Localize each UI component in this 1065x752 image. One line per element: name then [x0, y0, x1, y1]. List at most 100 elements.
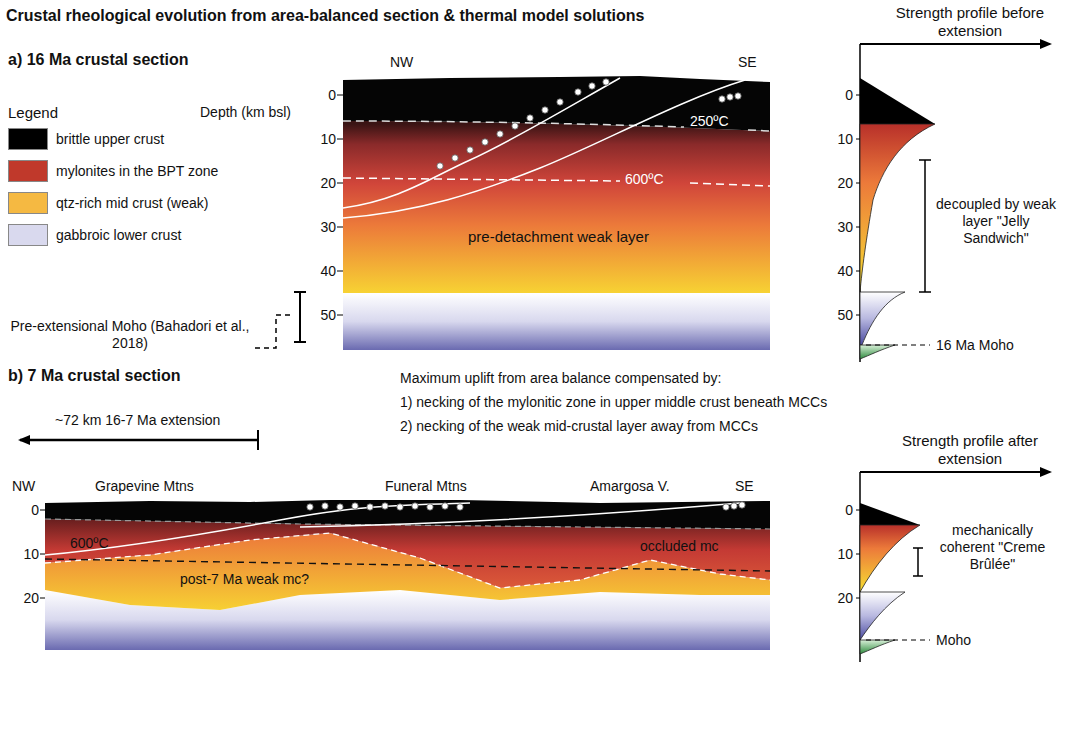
isotherm-label: 600ºC	[70, 535, 109, 552]
depth-ticks	[337, 95, 343, 315]
legend-swatch	[8, 192, 48, 214]
depth-tick: 0	[31, 502, 39, 519]
profile-note: mechanically coherent "Creme Brûlée"	[930, 522, 1055, 572]
isotherm-label: 600ºC	[625, 171, 664, 188]
sample-dot	[512, 123, 518, 129]
moho-line	[866, 640, 930, 641]
sample-dot	[575, 89, 581, 95]
legend-text: qtz-rich mid crust (weak)	[56, 195, 208, 211]
layer-label: post-7 Ma weak mc?	[180, 571, 309, 588]
weak-layer-bracket	[919, 160, 931, 292]
sample-dot	[352, 503, 358, 509]
lower-crust-strength	[860, 292, 905, 345]
moho-range-bar	[294, 292, 306, 342]
strength-profile-b	[856, 472, 1050, 662]
moho-label: 16 Ma Moho	[936, 337, 1014, 354]
mid-crust-strength	[860, 124, 935, 292]
depth-tick: 10	[320, 131, 336, 148]
depth-tick: 30	[837, 219, 853, 236]
coherent-bracket	[913, 548, 923, 576]
depth-tick: 10	[23, 546, 39, 563]
detachment-fault	[343, 78, 620, 208]
sample-dots	[437, 79, 741, 169]
isotherm-label: 250ºC	[690, 113, 729, 130]
sample-dot	[557, 99, 563, 105]
section-a	[255, 76, 770, 350]
sample-dot	[739, 502, 745, 508]
sample-dot	[731, 503, 737, 509]
mantle-strength	[860, 345, 895, 359]
sample-dot	[719, 96, 725, 102]
sample-dot	[542, 107, 548, 113]
profile-note: decoupled by weak layer "Jelly Sandwich"	[936, 196, 1056, 246]
legend-swatch	[8, 160, 48, 182]
mantle-strength	[860, 640, 895, 654]
sample-dot	[337, 504, 343, 510]
legend-swatch	[8, 128, 48, 150]
note-item: 1) necking of the mylonitic zone in uppe…	[400, 394, 827, 411]
depth-tick: 0	[845, 502, 853, 519]
depth-ticks	[40, 510, 45, 598]
sample-dot	[442, 503, 448, 509]
depth-tick: 30	[320, 219, 336, 236]
sample-dot	[322, 503, 328, 509]
note-heading: Maximum uplift from area balance compens…	[400, 370, 721, 387]
sample-dot	[367, 504, 373, 510]
sample-dot	[735, 93, 741, 99]
sample-dot	[412, 503, 418, 509]
detachment-fault	[45, 503, 470, 555]
detachment-fault	[343, 80, 745, 218]
sample-dot	[397, 504, 403, 510]
sample-dot	[467, 147, 473, 153]
sample-dot	[482, 139, 488, 145]
legend-heading: Legend	[8, 104, 58, 122]
legend-text: gabbroic lower crust	[56, 227, 181, 243]
moho-bracket	[255, 315, 292, 348]
direction-label: SE	[738, 54, 757, 71]
brittle-upper-crust	[343, 76, 770, 131]
sample-dot	[727, 94, 733, 100]
depth-tick: 10	[837, 546, 853, 563]
panel-heading: b) 7 Ma crustal section	[8, 366, 181, 385]
sample-dot	[497, 131, 503, 137]
sample-dot	[457, 504, 463, 510]
depth-tick: 40	[320, 263, 336, 280]
direction-label: NW	[390, 54, 413, 71]
sample-dot	[452, 155, 458, 161]
mid-crust-strength	[860, 525, 920, 592]
axis-title: Depth (km bsl)	[200, 104, 291, 121]
sample-dot	[382, 503, 388, 509]
depth-tick: 0	[328, 87, 336, 104]
legend-swatch	[8, 224, 48, 246]
depth-tick: 0	[845, 87, 853, 104]
mylonite-zone	[45, 519, 770, 588]
sample-dot	[589, 83, 595, 89]
strength-axis	[860, 43, 1050, 45]
section-b	[40, 500, 770, 650]
depth-tick: 40	[837, 263, 853, 280]
layer-label: pre-detachment weak layer	[468, 228, 649, 246]
depth-tick: 20	[837, 590, 853, 607]
place-name: Grapevine Mtns	[95, 478, 194, 495]
legend-text: brittle upper crust	[56, 131, 164, 147]
direction-label: SE	[735, 478, 754, 495]
legend-text: mylonites in the BPT zone	[56, 163, 218, 179]
sample-dot	[437, 163, 443, 169]
isotherm-600	[45, 559, 770, 571]
detachment-fault	[300, 503, 740, 527]
isotherm-600	[690, 183, 770, 186]
sample-dot	[723, 504, 729, 510]
note-item: 2) necking of the weak mid-crustal layer…	[400, 418, 758, 435]
figure-title: Crustal rheological evolution from area-…	[6, 6, 644, 25]
moho-line	[866, 345, 930, 346]
depth-tick: 20	[837, 175, 853, 192]
panel-heading: a) 16 Ma crustal section	[8, 50, 189, 69]
moho-label: Moho	[936, 632, 971, 649]
lower-crust-strength	[860, 592, 905, 640]
depth-tick: 50	[837, 307, 853, 324]
moho-note: Pre-extensional Moho (Bahadori et al., 2…	[10, 318, 250, 352]
sample-dot	[427, 504, 433, 510]
sample-dot	[527, 115, 533, 121]
depth-tick: 20	[23, 590, 39, 607]
extension-arrow	[20, 430, 258, 450]
